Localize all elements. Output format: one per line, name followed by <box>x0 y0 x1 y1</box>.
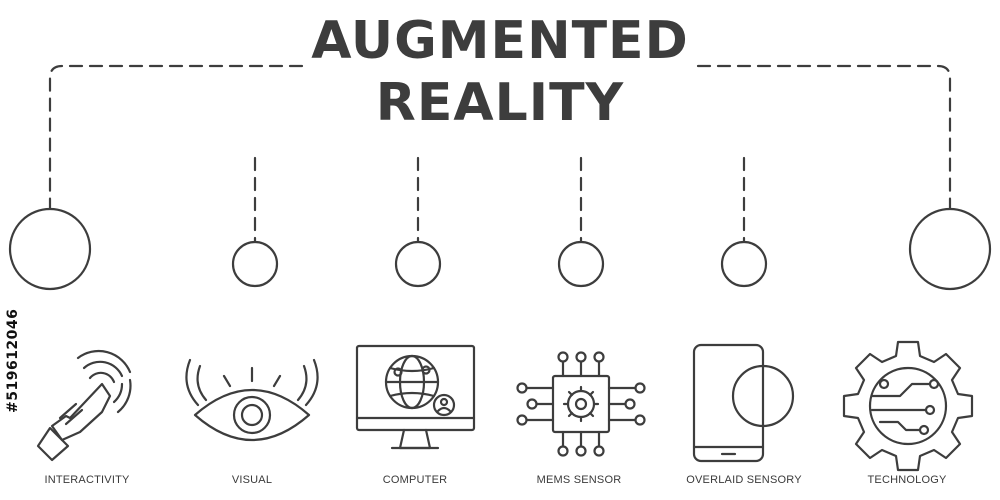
node-circle-3 <box>557 240 605 288</box>
label-overlaid-sensory: OVERLAID SENSORY <box>686 474 802 486</box>
node-circle-large-left <box>8 207 92 291</box>
title-line-2: REALITY <box>375 73 625 133</box>
stock-id-watermark: #519612046 <box>5 308 21 413</box>
eye-icon <box>185 358 319 442</box>
label-interactivity: INTERACTIVITY <box>44 474 130 486</box>
smartphone-overlay-icon <box>692 343 795 463</box>
computer-monitor-icon <box>355 344 476 450</box>
node-circle-large-right <box>908 207 992 291</box>
gear-circuit-icon <box>842 340 974 472</box>
node-circle-1 <box>231 240 279 288</box>
label-technology: TECHNOLOGY <box>867 474 947 486</box>
node-circle-4 <box>720 240 768 288</box>
label-visual: VISUAL <box>231 474 273 486</box>
label-computer: COMPUTER <box>382 474 448 486</box>
touch-gesture-icon <box>36 349 132 462</box>
dashed-connector <box>48 64 952 244</box>
node-circle-2 <box>394 240 442 288</box>
title-line-1: AUGMENTED <box>311 11 689 71</box>
label-mems-sensor: MEMS SENSOR <box>536 474 622 486</box>
page-title: AUGMENTED REALITY <box>0 10 1000 134</box>
chip-gear-icon <box>516 351 646 457</box>
